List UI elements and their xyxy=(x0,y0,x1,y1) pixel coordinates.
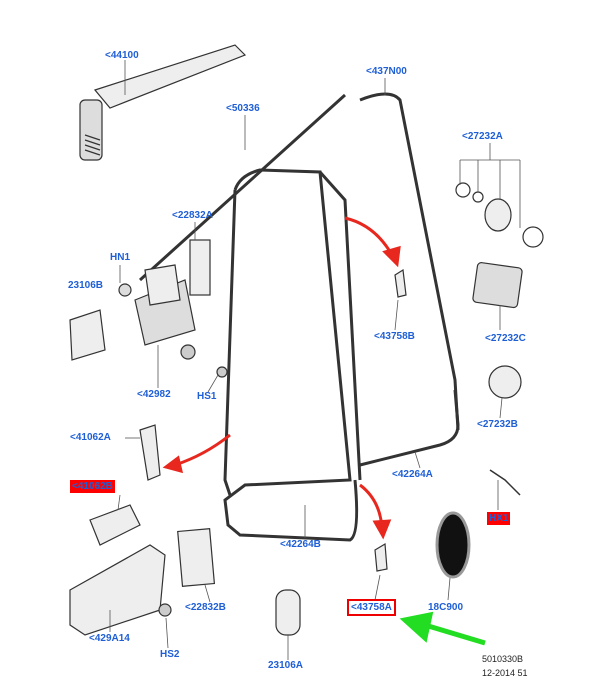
red-arrows xyxy=(162,216,401,540)
green-arrow xyxy=(399,611,486,646)
clip-43758B xyxy=(394,268,407,298)
seal-437N00 xyxy=(359,92,460,431)
part-18C900 xyxy=(435,511,471,579)
handle-mechanism xyxy=(79,99,103,161)
cover-23106B xyxy=(69,309,106,361)
bolt-HS1 xyxy=(216,366,228,378)
label-43758B[interactable]: <43758B xyxy=(374,331,415,342)
clip-43758A xyxy=(374,542,388,572)
label-HN1[interactable]: HN1 xyxy=(110,252,131,263)
label-22832A[interactable]: <22832A xyxy=(172,210,213,221)
label-41062A[interactable]: <41062A xyxy=(70,432,111,443)
outer-handle xyxy=(93,44,247,109)
label-43758A-boxed[interactable]: <43758A xyxy=(347,599,396,616)
label-42264A[interactable]: <42264A xyxy=(392,469,433,480)
label-50336[interactable]: <50336 xyxy=(226,103,260,114)
diagram-date: 12-2014 51 xyxy=(482,668,528,677)
bolt-HS2 xyxy=(158,603,172,617)
label-429A14[interactable]: <429A14 xyxy=(89,633,130,644)
part-27232B xyxy=(488,365,522,399)
label-27232C[interactable]: <27232C xyxy=(485,333,526,344)
cover-23106A xyxy=(275,589,301,636)
label-27232B[interactable]: <27232B xyxy=(477,419,518,430)
bracket-41062A xyxy=(139,424,161,481)
label-41062B-highlighted[interactable]: <41062B xyxy=(70,480,115,493)
nut-HN1 xyxy=(118,283,132,297)
hinge-plate-22832A xyxy=(189,239,211,296)
label-HS2[interactable]: HS2 xyxy=(160,649,180,660)
part-27232C xyxy=(472,262,523,309)
label-HX1-highlighted[interactable]: HX1 xyxy=(487,512,511,525)
diagram-code: 5010330B xyxy=(482,654,524,664)
label-18C900[interactable]: 18C900 xyxy=(428,602,464,613)
label-23106A[interactable]: 23106A xyxy=(268,660,304,671)
latch-429A14 xyxy=(69,544,166,636)
label-27232A[interactable]: <27232A xyxy=(462,131,503,142)
part-HX1 xyxy=(489,469,521,496)
weatherstrip-50336 xyxy=(138,93,347,282)
seal-42264B xyxy=(223,168,359,542)
bracket-41062B xyxy=(89,504,141,546)
seal-42264A xyxy=(359,389,460,467)
label-42982[interactable]: <42982 xyxy=(137,389,171,400)
plate-22832B xyxy=(177,528,216,587)
label-44100[interactable]: <44100 xyxy=(105,50,139,61)
label-437N00[interactable]: <437N00 xyxy=(366,66,407,77)
label-22832B[interactable]: <22832B xyxy=(185,602,226,613)
label-23106B[interactable]: 23106B xyxy=(68,280,104,291)
label-HS1[interactable]: HS1 xyxy=(197,391,217,402)
label-42264B[interactable]: <42264B xyxy=(280,539,321,550)
